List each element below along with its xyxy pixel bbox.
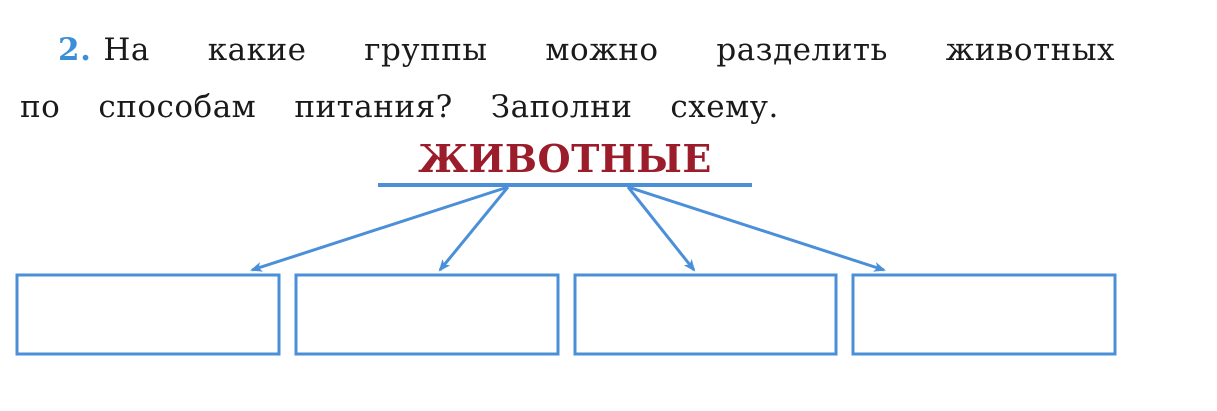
- arrow-3: [626, 186, 696, 272]
- answer-box-3[interactable]: [573, 273, 838, 356]
- arrow-1: [250, 185, 509, 272]
- task-word-10: Заполни: [490, 89, 633, 125]
- task-line-1: 2.На какие группы можно разделить животн…: [20, 22, 1115, 79]
- arrow-2: [438, 186, 510, 272]
- answer-box-2[interactable]: [294, 273, 560, 356]
- task-word-2: какие: [207, 32, 307, 68]
- task-number: 2.: [58, 32, 92, 68]
- task-word-6: животных: [945, 32, 1115, 68]
- task-word-4: можно: [545, 32, 659, 68]
- task-word-7: по: [20, 89, 61, 125]
- answer-box-4[interactable]: [851, 273, 1117, 356]
- task-line-2: по способам питания? Заполни схему.: [20, 79, 1115, 136]
- arrow-4: [627, 185, 886, 272]
- answer-box-1[interactable]: [15, 273, 281, 356]
- task-word-1: 2.На: [58, 32, 150, 68]
- task-word-3: группы: [364, 32, 488, 68]
- task-text: 2.На какие группы можно разделить животн…: [20, 22, 1115, 136]
- task-word-11: схему.: [670, 89, 779, 125]
- scheme-heading: ЖИВОТНЫЕ: [418, 136, 712, 181]
- task-word-8: способам: [98, 89, 257, 125]
- task-word-5: разделить: [716, 32, 888, 68]
- task-word-9: питания?: [294, 89, 453, 125]
